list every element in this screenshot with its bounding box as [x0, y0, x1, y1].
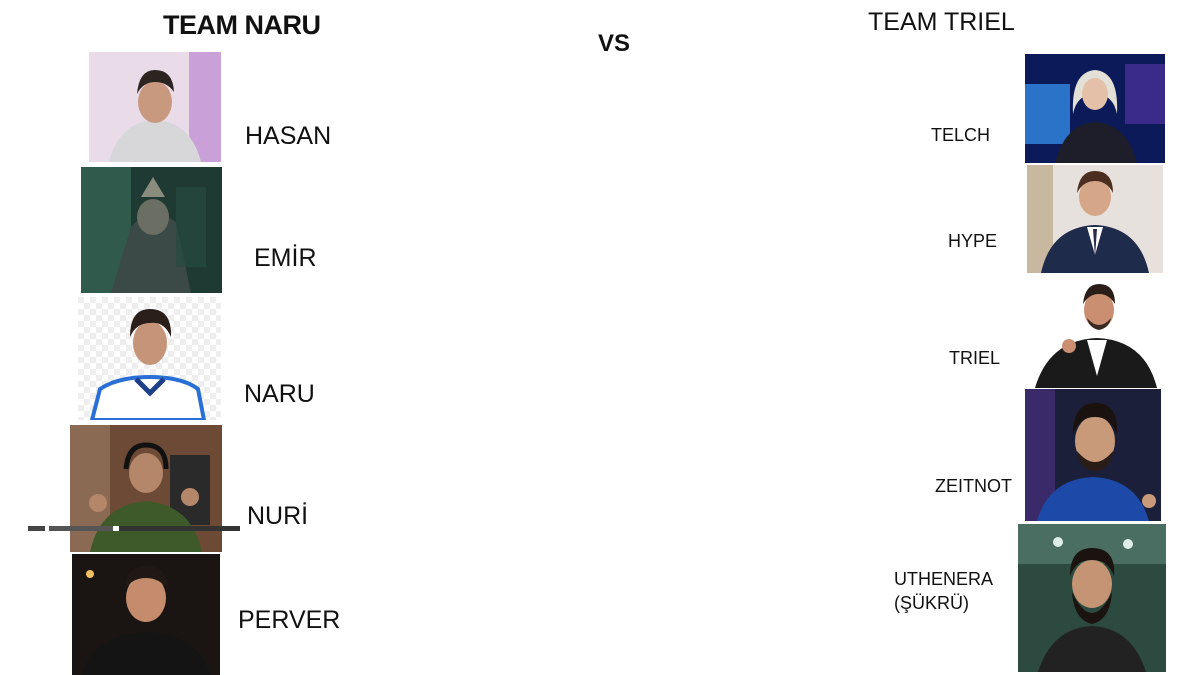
versus-label: VS	[598, 30, 631, 57]
player-photo-triel	[1025, 276, 1168, 388]
player-photo-hasan	[89, 52, 221, 162]
player-photo-perver	[72, 554, 220, 675]
player-photo-telch	[1025, 54, 1165, 163]
team-right-title: TEAM TRIEL	[868, 8, 1015, 36]
player-name-hasan: HASAN	[245, 122, 332, 150]
team-left-title: TEAM NARU	[163, 10, 321, 40]
player-photo-uthenera	[1018, 524, 1166, 672]
player-name-zeitnot: ZEITNOT	[935, 476, 1012, 496]
player-name-hype: HYPE	[948, 231, 998, 251]
player-photo-naru	[78, 297, 221, 420]
player-name-uthenera-line1: UTHENERA	[894, 569, 994, 589]
player-name-telch: TELCH	[931, 125, 991, 145]
player-photo-nuri	[70, 425, 222, 552]
player-name-emir: EMİR	[254, 244, 317, 272]
player-name-nuri: NURİ	[247, 502, 309, 530]
player-name-perver: PERVER	[238, 606, 341, 634]
player-photo-hype	[1027, 165, 1163, 273]
player-name-triel: TRIEL	[949, 348, 1001, 368]
glitch-divider	[28, 526, 240, 531]
player-photo-emir	[81, 167, 222, 293]
player-photo-zeitnot	[1025, 389, 1161, 521]
player-name-naru: NARU	[244, 380, 315, 408]
player-name-uthenera: UTHENERA (ŞÜKRÜ)	[894, 567, 993, 615]
player-name-uthenera-line2: (ŞÜKRÜ)	[894, 593, 969, 613]
